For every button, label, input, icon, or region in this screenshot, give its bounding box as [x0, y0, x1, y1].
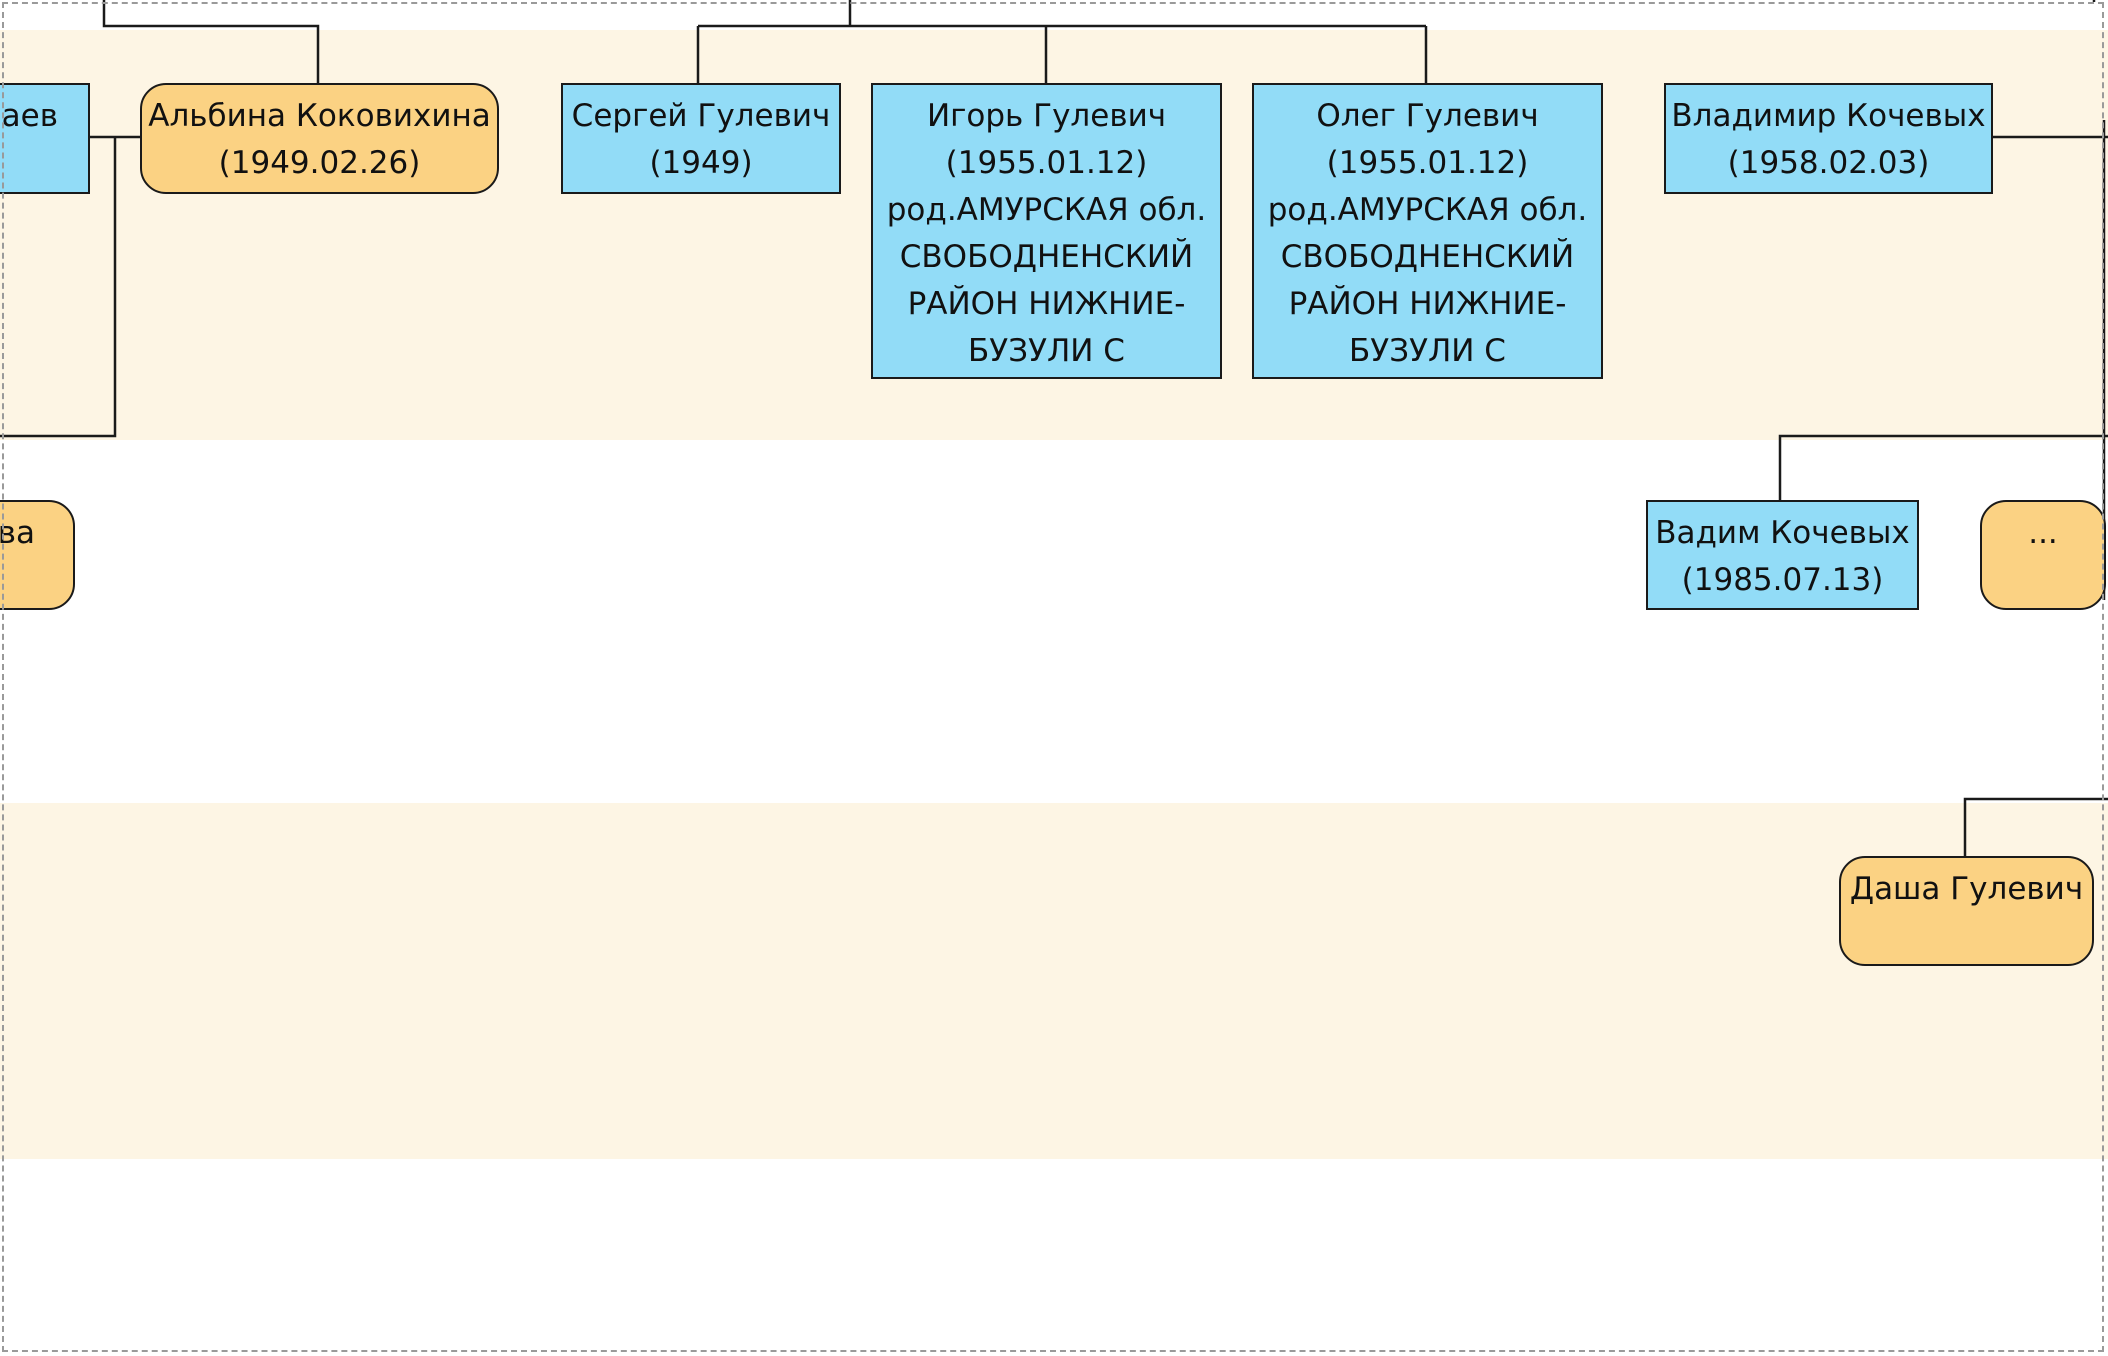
person-name: заев: [0, 98, 58, 134]
person-name: Владимир Кочевых: [1671, 98, 1986, 134]
birthplace-line: СВОБОДНЕНСКИЙ: [899, 239, 1194, 275]
birthplace-line: род.АМУРСКАЯ обл.: [886, 192, 1207, 228]
person-node-partial-left-female[interactable]: ва: [0, 500, 75, 610]
person-node-sergey[interactable]: Сергей Гулевич (1949): [561, 83, 841, 194]
person-node-dasha[interactable]: Даша Гулевич: [1839, 856, 2094, 966]
birthplace-line: БУЗУЛИ С: [1349, 333, 1506, 369]
connector-dasha: [1963, 797, 2108, 856]
birthplace-line: РАЙОН НИЖНИЕ-: [907, 286, 1186, 322]
person-date: (1955.01.12): [945, 145, 1148, 181]
person-date: (1949): [649, 145, 753, 181]
person-node-oleg[interactable]: Олег Гулевич (1955.01.12) род.АМУРСКАЯ о…: [1252, 83, 1603, 379]
connector-top-left: [102, 0, 320, 84]
person-node-partial-left-male[interactable]: заев: [0, 83, 90, 194]
birthplace-line: РАЙОН НИЖНИЕ-: [1288, 286, 1567, 322]
person-node-igor[interactable]: Игорь Гулевич (1955.01.12) род.АМУРСКАЯ …: [871, 83, 1222, 379]
person-name: ва: [0, 515, 35, 551]
person-name: Олег Гулевич: [1316, 98, 1539, 134]
person-name: Игорь Гулевич: [926, 98, 1167, 134]
more-indicator: ...: [2028, 515, 2058, 551]
person-name: Даша Гулевич: [1849, 871, 2084, 907]
person-date: (1958.02.03): [1727, 145, 1930, 181]
birthplace-line: СВОБОДНЕНСКИЙ: [1280, 239, 1575, 275]
birthplace-line: род.АМУРСКАЯ обл.: [1267, 192, 1588, 228]
person-date: (1955.01.12): [1326, 145, 1529, 181]
person-name: Вадим Кочевых: [1655, 515, 1910, 551]
person-name: Альбина Коковихина: [148, 98, 491, 134]
person-node-albina[interactable]: Альбина Коковихина (1949.02.26): [140, 83, 499, 194]
birthplace-line: БУЗУЛИ С: [968, 333, 1125, 369]
person-node-vladimir[interactable]: Владимир Кочевых (1958.02.03): [1664, 83, 1993, 194]
person-node-more[interactable]: ...: [1980, 500, 2106, 610]
generation-band-3: [0, 803, 2108, 1159]
person-name: Сергей Гулевич: [571, 98, 831, 134]
person-node-vadim[interactable]: Вадим Кочевых (1985.07.13): [1646, 500, 1919, 610]
person-date: (1985.07.13): [1681, 562, 1884, 598]
person-date: (1949.02.26): [218, 145, 421, 181]
connector-couple-child: [0, 137, 117, 438]
connector-vadim: [1778, 434, 2108, 500]
